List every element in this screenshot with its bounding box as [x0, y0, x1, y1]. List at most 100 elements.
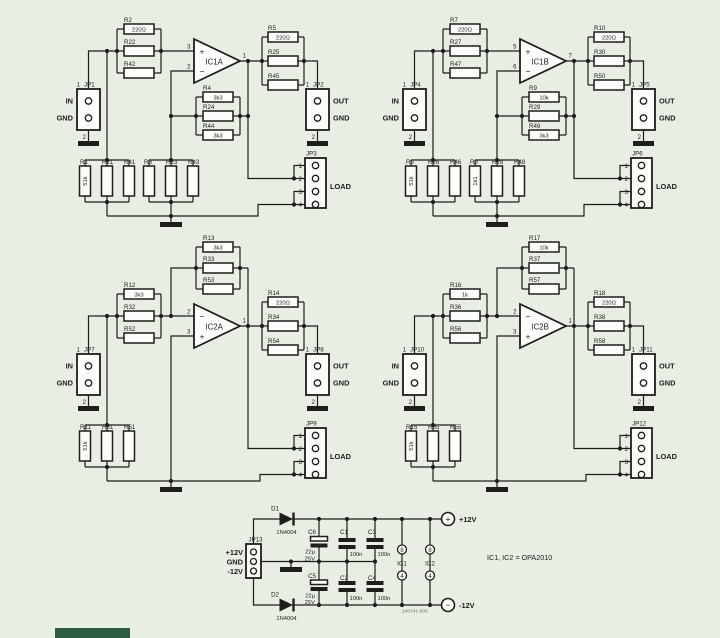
- resistor-label: R14: [268, 290, 280, 297]
- pin-number-out: 1: [569, 319, 573, 325]
- wires: [84, 246, 319, 487]
- ground-symbol: [486, 487, 508, 492]
- pin-2: [249, 557, 258, 566]
- resistor-value: 220Ω: [132, 28, 147, 34]
- resistor-body: [78, 430, 92, 462]
- opamp-ic1a: + − IC1A 3 2 1: [187, 37, 247, 85]
- resistor-group-input: R16 1k R36 R56: [449, 282, 481, 344]
- resistor-label: R56: [450, 326, 462, 333]
- resistor-label: R16: [450, 282, 462, 289]
- resistor-group-ground-a: R11 R31 R51 51k: [78, 424, 136, 462]
- row-label-gnd: GND: [333, 114, 350, 123]
- resistor-value: 51k: [83, 441, 89, 450]
- pin-number-4: 4: [428, 574, 432, 580]
- input-sign-top: +: [526, 47, 531, 57]
- resistor-value: 220Ω: [276, 301, 291, 307]
- cap-value: 100n: [350, 552, 363, 558]
- resistor-body: [528, 241, 560, 253]
- pin-number-2: 2: [299, 447, 303, 453]
- ground-symbol: [280, 567, 302, 572]
- connector-jp3-load: JP3 1 2 3 4 LOAD: [299, 151, 352, 210]
- opamp-triangle: [519, 302, 569, 350]
- pin-number-1: 1: [403, 83, 407, 89]
- pin-2: [410, 114, 419, 122]
- junction-dots: [288, 516, 433, 608]
- capacitor-c1: C1 100n: [338, 529, 363, 558]
- connector-label: JP5: [639, 82, 650, 89]
- resistor-label: R26: [428, 159, 440, 166]
- input-sign-bottom: −: [526, 67, 531, 77]
- pin-number-3: 3: [299, 190, 303, 196]
- cap-plate: [338, 581, 356, 585]
- junction-dots: [430, 265, 633, 484]
- resistor-label: R8: [470, 159, 478, 166]
- resistor-group-output: R10 220Ω R30 R50: [593, 25, 625, 91]
- resistor-label: R57: [529, 277, 541, 284]
- pin-number-1: 1: [403, 348, 407, 354]
- resistor-body: [448, 165, 462, 197]
- channel-ic2a: 1 JP7 IN GND 2 R12 3k3 R32 R52 R13 3k3 R…: [57, 235, 352, 492]
- resistor-body: [123, 67, 155, 79]
- pin-number-3: 3: [625, 190, 629, 196]
- resistor-group-output: R14 220Ω R34 R54: [267, 290, 299, 356]
- connector-jp5: 1 JP5 OUT GND 2: [631, 82, 676, 146]
- cap-value-2: 25V: [305, 600, 315, 606]
- pin-number-8: 8: [428, 548, 432, 554]
- resistor-body: [593, 344, 625, 356]
- connector-jp4: 1 JP4 IN GND 2: [383, 82, 427, 146]
- resistor-label: R17: [529, 235, 541, 242]
- resistor-label: R58: [594, 338, 606, 345]
- resistor-group-ground-a: R6 R26 R46 51k: [404, 159, 462, 197]
- row-label-out: OUT: [333, 362, 349, 371]
- pin-2: [639, 379, 648, 387]
- row-label-gnd: GND: [333, 379, 350, 388]
- pin-1: [84, 362, 93, 370]
- resistor-label: R15: [406, 424, 418, 431]
- resistor-body: [449, 67, 481, 79]
- input-sign-top: −: [200, 312, 205, 322]
- load-label: LOAD: [656, 182, 678, 191]
- resistor-label: R2: [124, 17, 132, 24]
- resistor-body: [426, 165, 440, 197]
- pin-3: [637, 457, 646, 466]
- resistor-body: [123, 332, 155, 344]
- opamp-ic1b: + − IC1B 5 6 7: [513, 37, 573, 85]
- footer-bar: [55, 628, 130, 638]
- diode-triangle: [279, 512, 293, 526]
- resistor-label: R25: [268, 49, 280, 56]
- connector-jp12-load: JP12 1 2 3 4 LOAD: [625, 421, 678, 480]
- document-number: 240741-005: [402, 609, 428, 615]
- ic-label: IC1: [397, 560, 407, 567]
- pin-number-2: 2: [638, 400, 642, 406]
- cap-value-2: 25V: [305, 556, 315, 562]
- connector-body: [631, 353, 656, 396]
- resistor-value: 220Ω: [602, 36, 617, 42]
- resistor-value: 3k3: [539, 134, 548, 140]
- resistor-label: R10: [594, 25, 606, 32]
- connector-label: JP2: [313, 82, 324, 89]
- pin-1: [313, 362, 322, 370]
- pin-3: [311, 187, 320, 196]
- connector-body: [305, 353, 330, 396]
- pin-number-1: 1: [299, 164, 303, 170]
- ground-symbol: [160, 487, 182, 492]
- resistor-body: [164, 165, 178, 197]
- cap-value-1: 22µ: [305, 550, 315, 556]
- resistor-label: R53: [203, 277, 215, 284]
- resistor-body: [528, 110, 560, 122]
- resistor-body: [202, 241, 234, 253]
- opamp-label: IC2B: [532, 322, 549, 331]
- resistor-body: [142, 165, 156, 197]
- opamp-label: IC2A: [206, 322, 224, 331]
- resistor-body: [202, 91, 234, 103]
- resistor-body: [404, 430, 418, 462]
- pin-3: [249, 567, 258, 575]
- pin-number-8: 8: [400, 548, 404, 554]
- cap-plate: [366, 545, 384, 549]
- connector-label: JP8: [313, 347, 324, 354]
- pin-3: [637, 187, 646, 196]
- resistor-body: [468, 165, 482, 197]
- connector-jp11: 1 JP11 OUT GND 2: [631, 347, 676, 411]
- resistor-group-ground-b: R3 R23 R43: [142, 159, 200, 197]
